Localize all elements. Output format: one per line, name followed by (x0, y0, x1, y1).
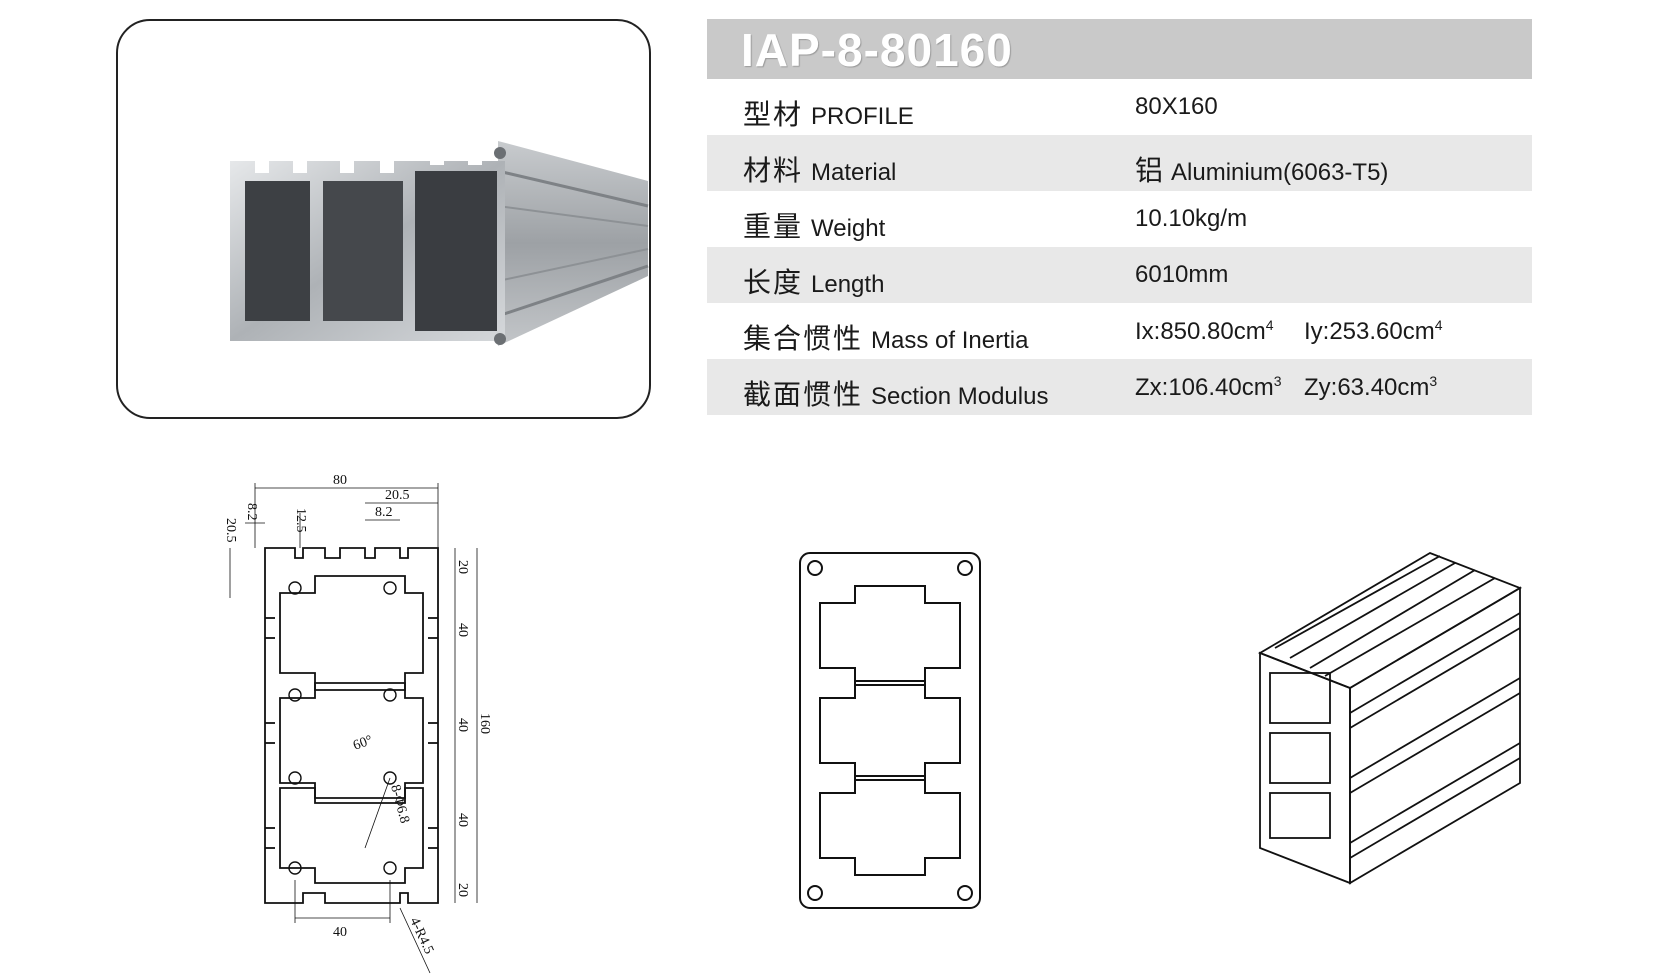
dim-slot-depth: 12.5 (293, 508, 308, 533)
spec-value-iy: Iy:253.60cm (1304, 318, 1435, 345)
spec-table: IAP-8-80160 型材 PROFILE 80X160 材料 Material … (707, 19, 1532, 415)
spec-label-zh: 型材 (743, 99, 804, 130)
dim-left-205: 20.5 (223, 518, 238, 543)
dim-right-40-c: 40 (455, 813, 470, 827)
dim-right-20-bot: 20 (455, 883, 470, 897)
spec-label-en: Length (811, 271, 885, 298)
isometric-drawing (1257, 552, 1523, 885)
dim-holes: 8-Φ6.8 (387, 783, 412, 825)
spec-value-ix: Ix:850.80cm (1135, 318, 1266, 345)
spec-row-material: 材料 Material 铝 Aluminium(6063-T5) (707, 135, 1532, 191)
dim-right-40-a: 40 (455, 623, 470, 637)
spec-label-en: Weight (811, 215, 886, 242)
dim-slot-offset: 20.5 (385, 488, 410, 503)
spec-row-length: 长度 Length 6010mm (707, 247, 1532, 303)
spec-label-en: Section Modulus (871, 383, 1049, 410)
dim-bottom-40: 40 (333, 925, 347, 940)
spec-label-zh: 集合惯性 (743, 323, 864, 354)
spec-value-zh: 铝 (1135, 155, 1164, 186)
spec-value-ix-sup: 4 (1265, 317, 1274, 333)
spec-value: 6010mm (1135, 261, 1229, 288)
dim-width: 80 (333, 473, 347, 488)
model-title: IAP-8-80160 (741, 24, 1013, 76)
spec-row-profile: 型材 PROFILE 80X160 (707, 79, 1532, 135)
spec-value: 10.10kg/m (1135, 205, 1248, 232)
dim-slot-width: 8.2 (375, 505, 393, 520)
model-header: IAP-8-80160 (707, 19, 1532, 79)
product-photo-frame (116, 19, 651, 419)
spec-label-zh: 截面惯性 (743, 379, 864, 410)
spec-value: Aluminium(6063-T5) (1171, 159, 1389, 186)
dimension-drawing: 80 20.5 8.2 12.5 8.2 20.5 20 40 40 40 20… (223, 473, 492, 974)
dim-angle: 60° (351, 733, 375, 754)
cross-section-drawing (799, 552, 981, 909)
spec-label-en: PROFILE (811, 103, 914, 130)
spec-value: 80X160 (1135, 93, 1218, 120)
spec-value-iy-sup: 4 (1434, 317, 1443, 333)
dim-right-40-b: 40 (455, 718, 470, 732)
spec-label-zh: 材料 (743, 155, 804, 186)
dim-height: 160 (477, 713, 492, 734)
product-photo (230, 141, 649, 346)
dim-left-82: 8.2 (244, 503, 259, 521)
spec-label-zh: 重量 (743, 211, 804, 242)
spec-value-zx-sup: 3 (1273, 373, 1282, 389)
spec-label-en: Mass of Inertia (871, 327, 1029, 354)
dim-radius: 4-R4.5 (406, 915, 436, 956)
spec-value-zx: Zx:106.40cm (1135, 374, 1274, 401)
spec-label-en: Material (811, 159, 897, 186)
spec-value-zy: Zy:63.40cm (1304, 374, 1430, 401)
spec-label-zh: 长度 (743, 267, 804, 298)
spec-value-zy-sup: 3 (1429, 373, 1438, 389)
spec-row-weight: 重量 Weight 10.10kg/m (707, 191, 1532, 247)
dim-right-20-top: 20 (455, 560, 470, 574)
